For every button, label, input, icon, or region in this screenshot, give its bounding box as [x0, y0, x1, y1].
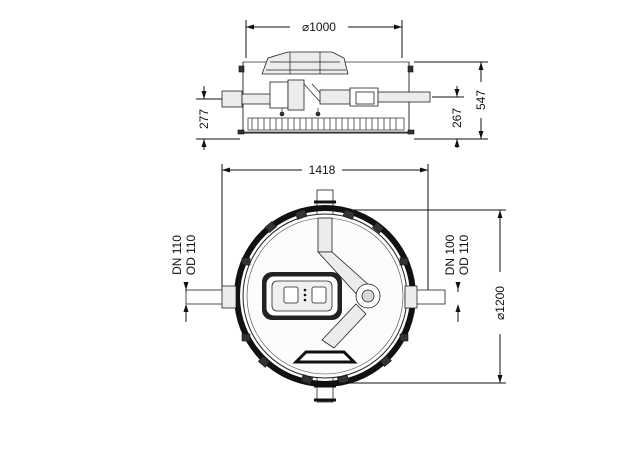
- dim-width-1418: 1418: [309, 163, 336, 177]
- dim-diameter-1000: ⌀1000: [302, 20, 336, 34]
- label-inlet-dn: DN 110: [170, 235, 184, 275]
- dim-height-277: 277: [197, 109, 211, 129]
- label-outlet-od: OD 110: [457, 234, 471, 275]
- dim-diameter-1200: ⌀1200: [493, 286, 507, 320]
- side-elevation-view: ⌀1000: [196, 20, 488, 150]
- plan-view: 1418: [170, 163, 507, 403]
- dim-height-267: 267: [450, 108, 464, 128]
- label-outlet-dn: DN 100: [443, 234, 457, 275]
- dim-height-547: 547: [474, 90, 488, 110]
- label-inlet-od: OD 110: [184, 234, 198, 275]
